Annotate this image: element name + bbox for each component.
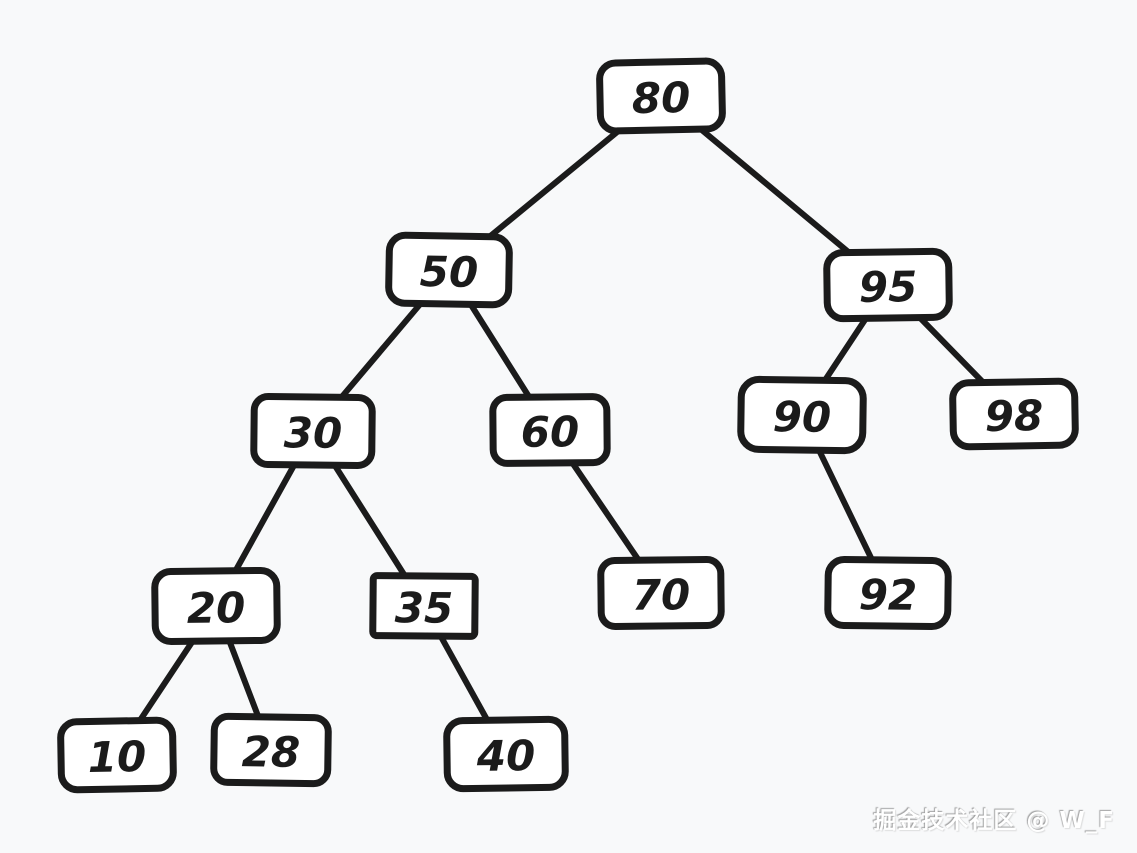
tree-node-box-60	[489, 393, 611, 467]
tree-node-label-30: 30	[283, 408, 342, 458]
watermark: 掘金技术社区 @ W_F	[873, 808, 1115, 834]
tree-node-box-35	[369, 572, 479, 640]
tree-node-box-28	[210, 712, 332, 788]
tree-node-label-10: 10	[87, 732, 146, 782]
tree-node-90: 90	[737, 375, 867, 455]
tree-node-label-50: 50	[419, 247, 478, 297]
tree-node-30: 30	[250, 393, 376, 469]
tree-node-label-98: 98	[984, 391, 1043, 441]
tree-node-95: 95	[823, 247, 953, 323]
tree-node-box-98	[949, 377, 1079, 451]
tree-node-box-90	[737, 375, 867, 455]
tree-node-20: 20	[151, 566, 281, 646]
tree-node-box-30	[250, 393, 376, 469]
tree-node-label-95: 95	[858, 262, 917, 312]
tree-node-box-50	[385, 231, 513, 309]
tree-node-label-90: 90	[772, 392, 831, 442]
tree-node-box-80	[596, 57, 726, 135]
tree-node-label-60: 60	[521, 407, 580, 457]
tree-node-50: 50	[385, 231, 513, 309]
tree-node-box-95	[823, 247, 953, 323]
tree-node-label-28: 28	[241, 727, 300, 777]
tree-node-box-70	[597, 556, 725, 630]
tree-node-box-20	[151, 566, 281, 646]
tree-node-80: 80	[596, 57, 726, 135]
tree-node-label-92: 92	[858, 570, 917, 620]
tree-node-label-35: 35	[395, 583, 454, 633]
tree-node-10: 10	[57, 716, 177, 794]
tree-node-label-40: 40	[475, 731, 535, 781]
tree-node-98: 98	[949, 377, 1079, 451]
tree-node-box-92	[824, 555, 952, 631]
tree-node-box-40	[443, 715, 569, 793]
tree-node-70: 70	[597, 556, 725, 630]
tree-node-label-70: 70	[632, 570, 691, 620]
tree-node-60: 60	[489, 393, 611, 467]
tree-node-28: 28	[210, 712, 332, 788]
tree-node-92: 92	[824, 555, 952, 631]
tree-node-35: 35	[369, 572, 479, 640]
tree-node-40: 40	[443, 715, 569, 793]
tree-node-label-20: 20	[187, 583, 246, 633]
tree-node-label-80: 80	[631, 73, 690, 123]
tree-node-box-10	[57, 716, 177, 794]
